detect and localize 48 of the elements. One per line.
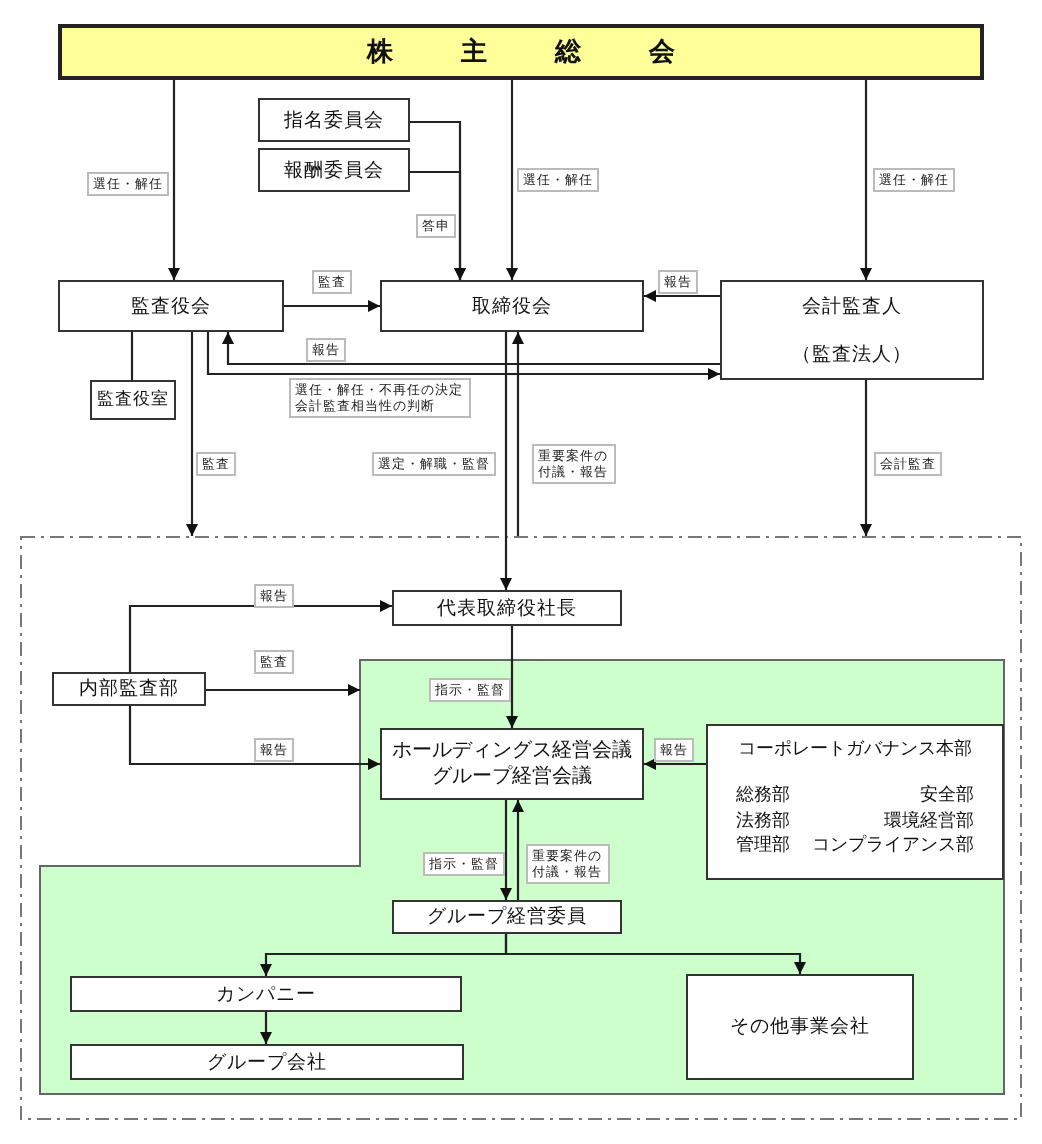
arrow [644, 758, 706, 770]
committee-box: グループ経営委員 [392, 900, 622, 934]
arrow [260, 1012, 272, 1044]
arrow [860, 80, 872, 280]
title-text: 株主総会 [367, 35, 743, 70]
department-name: 法務部 [736, 809, 790, 834]
department-name: 管理部 [736, 833, 790, 858]
arrow [512, 332, 524, 536]
arrow [410, 170, 466, 280]
department-box: 内部監査部 [52, 672, 206, 706]
company-box: グループ会社 [70, 1044, 464, 1080]
arrow [206, 684, 360, 696]
meeting-name: ホールディングス経営会議グループ経営会議 [390, 738, 634, 790]
arrow [504, 934, 806, 974]
committee-box: 指名委員会 [258, 98, 410, 142]
executive-box: 代表取締役社長 [392, 590, 622, 626]
assembly-bar [58, 24, 984, 80]
arrow [186, 332, 198, 536]
arrow [222, 332, 720, 366]
board-box: 取締役会 [380, 280, 644, 332]
box-text: 会計監査人 [802, 293, 902, 319]
arrow [168, 80, 180, 280]
arrow [860, 380, 872, 536]
department-name: 総務部 [736, 783, 790, 808]
heading-text: コーポレートガバナンス本部 [736, 737, 974, 762]
arrow [128, 706, 380, 770]
board-box: 監査役会 [58, 280, 284, 332]
arrow [512, 800, 524, 900]
connector-line [130, 332, 134, 380]
committee-box: 報酬委員会 [258, 148, 410, 192]
office-box: 監査役室 [90, 380, 176, 420]
company-box: その他事業会社 [686, 974, 914, 1080]
company-box: カンパニー [70, 976, 462, 1012]
arrow [644, 290, 720, 302]
box-text: （監査法人） [792, 341, 912, 367]
arrow [500, 800, 512, 900]
department-name: コンプライアンス部 [812, 832, 974, 858]
meeting-box [380, 728, 644, 800]
arrow [506, 80, 518, 280]
headquarters-box [706, 724, 1004, 880]
department-name: 安全部 [920, 783, 974, 808]
arrow [284, 300, 380, 312]
arrow [206, 332, 720, 380]
department-name: 環境経営部 [884, 809, 974, 834]
arrow [500, 332, 512, 590]
arrow [506, 626, 518, 728]
auditor-box [720, 280, 984, 380]
arrow [128, 600, 392, 672]
